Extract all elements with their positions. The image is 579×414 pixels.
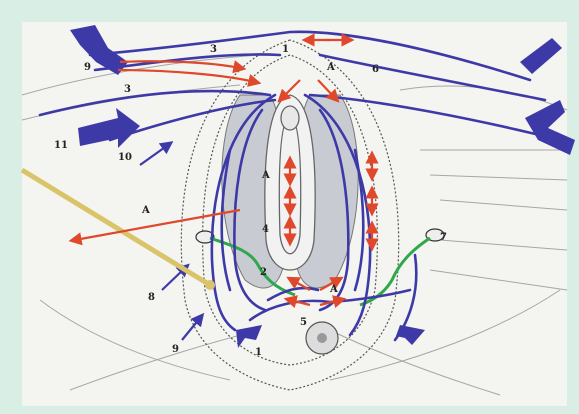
label-6: 6: [372, 64, 379, 75]
label-a-low: A: [141, 205, 150, 216]
label-1-bottom: 1: [255, 347, 262, 358]
label-a-upper: A: [326, 62, 335, 73]
label-7: 7: [440, 232, 447, 243]
label-9-bottom: 9: [172, 344, 179, 355]
central-canal: [265, 95, 315, 270]
label-8: 8: [148, 292, 155, 303]
label-a-mid: A: [261, 170, 270, 181]
anus-ring: [306, 322, 338, 354]
label-5: 5: [300, 317, 307, 328]
label-11: 11: [54, 140, 68, 151]
label-4: 4: [262, 224, 269, 235]
needle-tip: [205, 280, 215, 290]
label-10: 10: [118, 152, 132, 163]
label-2: 2: [260, 267, 267, 278]
label-3-top: 3: [210, 44, 217, 55]
label-9-top: 9: [84, 62, 91, 73]
label-a-bottom: A: [329, 284, 338, 295]
label-1-top: 1: [282, 44, 289, 55]
label-3-left: 3: [124, 84, 131, 95]
